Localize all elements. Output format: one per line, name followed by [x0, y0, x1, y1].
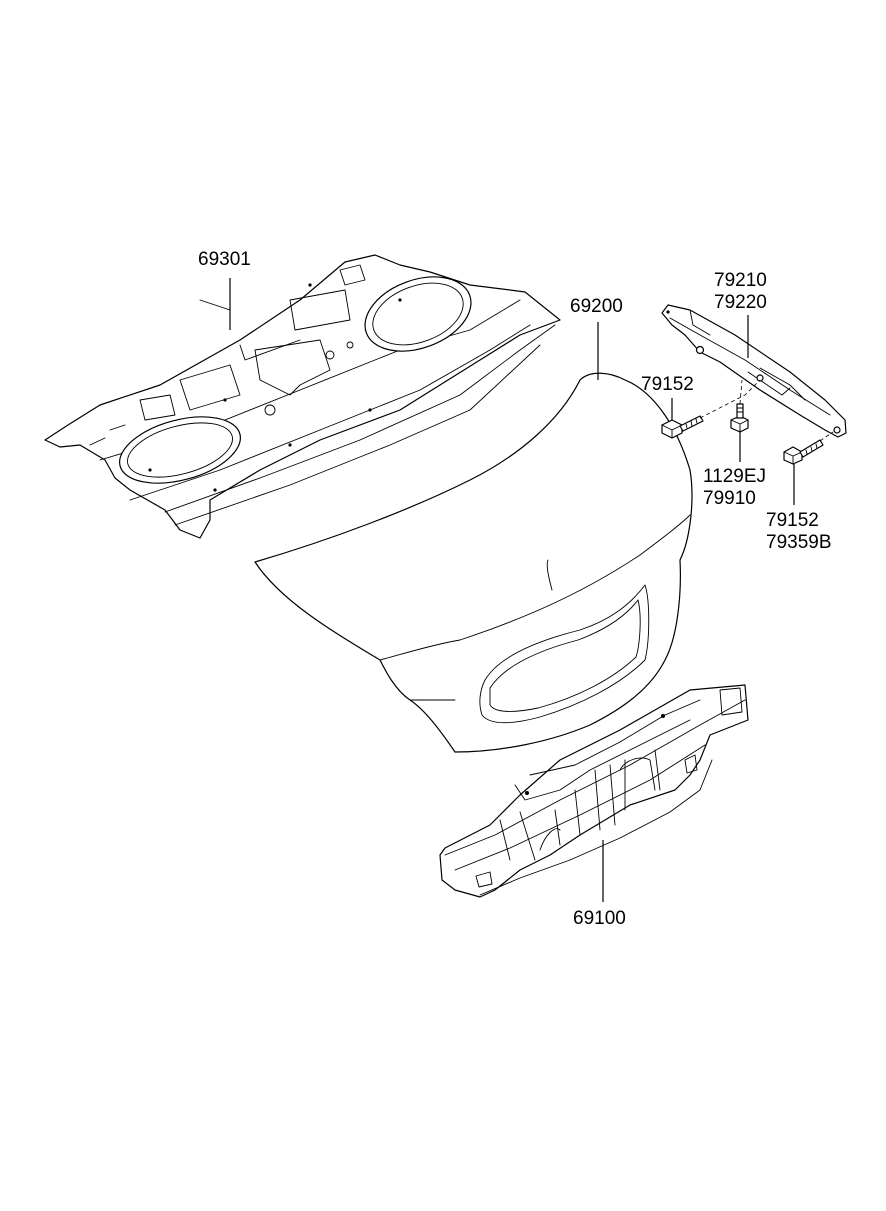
installation-line-upper-bolt: [699, 379, 761, 419]
callout-79220: 79220: [714, 292, 767, 313]
installation-line-nut: [739, 379, 743, 405]
callout-79359B: 79359B: [766, 532, 832, 553]
trunk-lid: [254, 372, 693, 753]
trunk-lid-hinge: [661, 304, 847, 438]
callout-79152-upper: 79152: [641, 374, 694, 395]
rear-package-tray: [44, 254, 561, 539]
callout-79210: 79210: [714, 270, 767, 291]
callout-69200: 69200: [570, 296, 623, 317]
callout-79910: 79910: [703, 488, 756, 509]
installation-line-lower-bolt: [819, 431, 834, 442]
callout-79152-lower: 79152: [766, 510, 819, 531]
back-panel: [439, 684, 749, 898]
bolt-79152-upper: [661, 415, 704, 439]
bolt-79152-lower: [783, 439, 824, 465]
callout-1129EJ: 1129EJ: [703, 466, 766, 487]
hinge-nut: [730, 403, 749, 433]
callout-69301: 69301: [198, 249, 251, 270]
callout-69100: 69100: [573, 908, 626, 929]
